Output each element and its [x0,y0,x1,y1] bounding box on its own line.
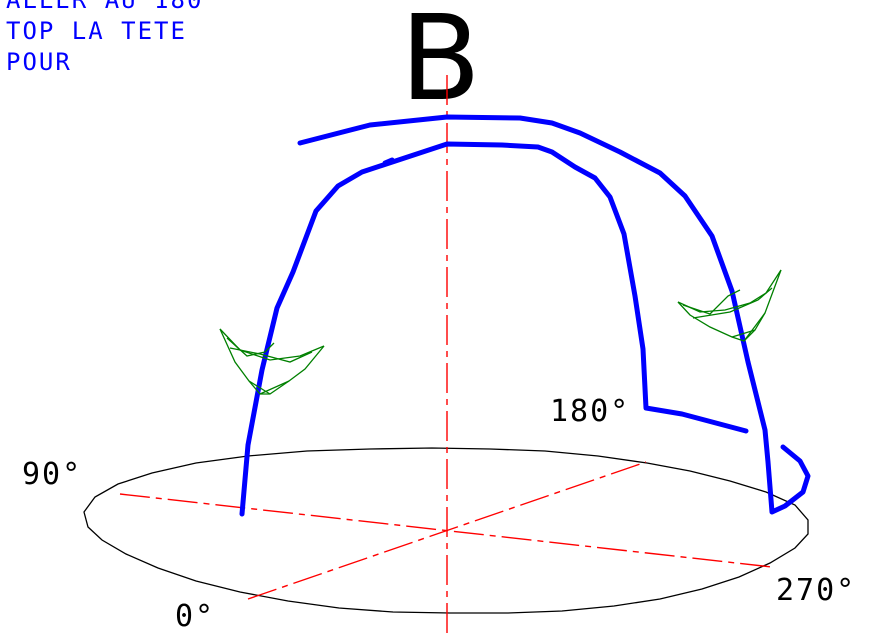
note-line-1: ALLER AU 180 [6,0,203,14]
label-90-degrees: 90° [22,457,82,492]
label-180-degrees: 180° [550,394,630,429]
inner-path [239,141,749,517]
label-270-degrees: 270° [776,573,856,608]
label-0-degrees: 0° [175,599,215,634]
note-line-3: POUR [6,48,72,76]
axis-0-180 [247,461,647,600]
note-line-2: TOP LA TETE [6,17,187,45]
marker-left [219,328,325,395]
motion-paths [239,114,811,517]
marker-right [677,269,782,342]
note-block: ALLER AU 180 TOP LA TETE POUR [6,0,203,76]
outer-path [297,114,811,515]
axis-lines [119,75,773,636]
base-ellipse [83,447,809,614]
view-letter: B [400,0,481,127]
inner-path-stroke [382,157,395,166]
